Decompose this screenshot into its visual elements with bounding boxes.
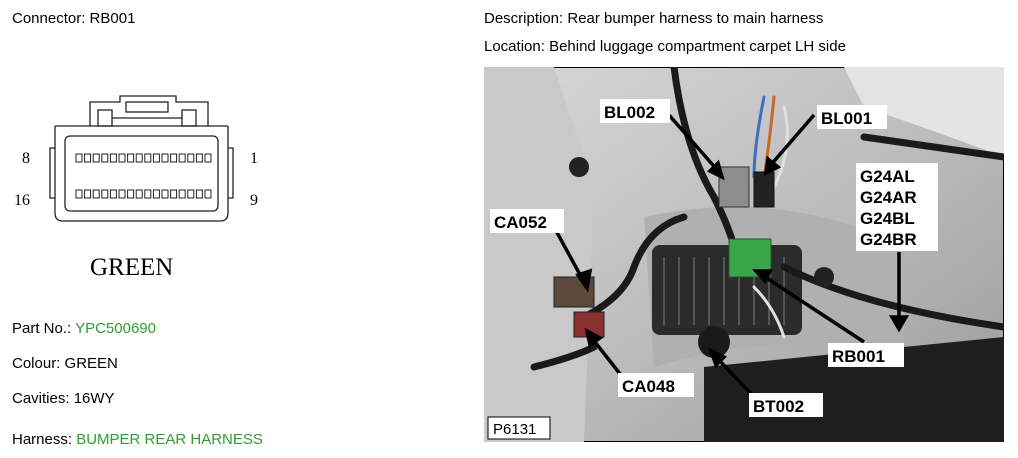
cavity <box>178 189 186 199</box>
cavity <box>118 153 126 163</box>
cavity <box>195 153 203 163</box>
cavity <box>84 189 92 199</box>
cavity <box>75 153 83 163</box>
connector-value: RB001 <box>89 10 136 27</box>
cavity <box>92 153 100 163</box>
part-number-line: Part No.: YPC500690 <box>12 320 156 337</box>
cavity <box>127 153 135 163</box>
cavity <box>118 189 126 199</box>
cavity <box>204 189 212 199</box>
cavity <box>109 153 117 163</box>
harness-value: BUMPER REAR HARNESS <box>76 431 263 448</box>
callout-g24al: G24AL <box>860 167 915 186</box>
colour-line: Colour: GREEN <box>12 355 118 372</box>
cavity <box>170 189 178 199</box>
cavity <box>161 189 169 199</box>
part-number-value: YPC500690 <box>75 320 156 337</box>
cavity <box>161 153 169 163</box>
callout-g24ar: G24AR <box>860 188 917 207</box>
cavity <box>144 153 152 163</box>
cavity <box>187 153 195 163</box>
callout-ca048: CA048 <box>622 377 675 396</box>
location-line: Location: Behind luggage compartment car… <box>484 38 846 55</box>
description-label: Description: <box>484 10 564 27</box>
cavity <box>144 189 152 199</box>
left-panel <box>484 67 594 442</box>
cavity <box>135 153 143 163</box>
cavity <box>204 153 212 163</box>
pin-label-16: 16 <box>14 192 30 209</box>
colour-value: GREEN <box>64 355 118 372</box>
photo-id: P6131 <box>493 421 536 438</box>
bl002-connector <box>718 166 750 208</box>
connector-face-diagram: 8 1 16 9 GREEN <box>14 95 258 281</box>
description-value: Rear bumper harness to main harness <box>567 10 824 27</box>
clip-point <box>814 267 834 287</box>
callout-bl001: BL001 <box>821 109 872 128</box>
photo-id-box <box>487 416 551 440</box>
callout-ca052: CA052 <box>494 213 547 232</box>
callout-labels: BL002 BL001 G24AL G24AR G24BL G24BR CA05… <box>490 99 938 417</box>
colour-label: Colour: <box>12 355 61 372</box>
stud-bolt <box>569 157 589 177</box>
cavity <box>152 153 160 163</box>
connector-colour-caption: GREEN <box>90 254 173 281</box>
cavity <box>170 153 178 163</box>
connector-line: Connector: RB001 <box>12 10 135 27</box>
cavity <box>152 189 160 199</box>
upper-trim <box>844 67 1004 157</box>
cavity <box>187 189 195 199</box>
callout-rb001: RB001 <box>832 347 885 366</box>
pin-label-1: 1 <box>250 150 258 167</box>
cavity <box>84 153 92 163</box>
connector-label: Connector: <box>12 10 86 27</box>
cavity <box>135 189 143 199</box>
harness-label: Harness: <box>12 431 73 448</box>
callout-g24br: G24BR <box>860 230 917 249</box>
callout-bl002: BL002 <box>604 103 655 122</box>
bt002-grommet <box>698 326 730 358</box>
ca048-connector <box>573 311 605 338</box>
cavity <box>75 189 83 199</box>
cavity <box>92 189 100 199</box>
callout-g24bl: G24BL <box>860 209 915 228</box>
cavity <box>101 189 109 199</box>
description-line: Description: Rear bumper harness to main… <box>484 10 823 27</box>
cavity <box>101 153 109 163</box>
cavities-value: 16WY <box>73 390 115 407</box>
cavity <box>195 189 203 199</box>
location-label: Location: <box>484 38 545 55</box>
callout-bt002: BT002 <box>753 397 804 416</box>
bl001-connector <box>753 171 775 208</box>
harness-line: Harness: BUMPER REAR HARNESS <box>12 431 263 448</box>
cavities-label: Cavities: <box>12 390 70 407</box>
cavity <box>127 189 135 199</box>
pin-label-8: 8 <box>22 150 30 167</box>
location-value: Behind luggage compartment carpet LH sid… <box>549 38 846 55</box>
cavities-line: Cavities: 16WY <box>12 390 115 407</box>
cavity <box>109 189 117 199</box>
cavity <box>178 153 186 163</box>
pin-label-9: 9 <box>250 192 258 209</box>
part-number-label: Part No.: <box>12 320 72 337</box>
location-photo: BL002 BL001 G24AL G24AR G24BL G24BR CA05… <box>484 67 1004 442</box>
